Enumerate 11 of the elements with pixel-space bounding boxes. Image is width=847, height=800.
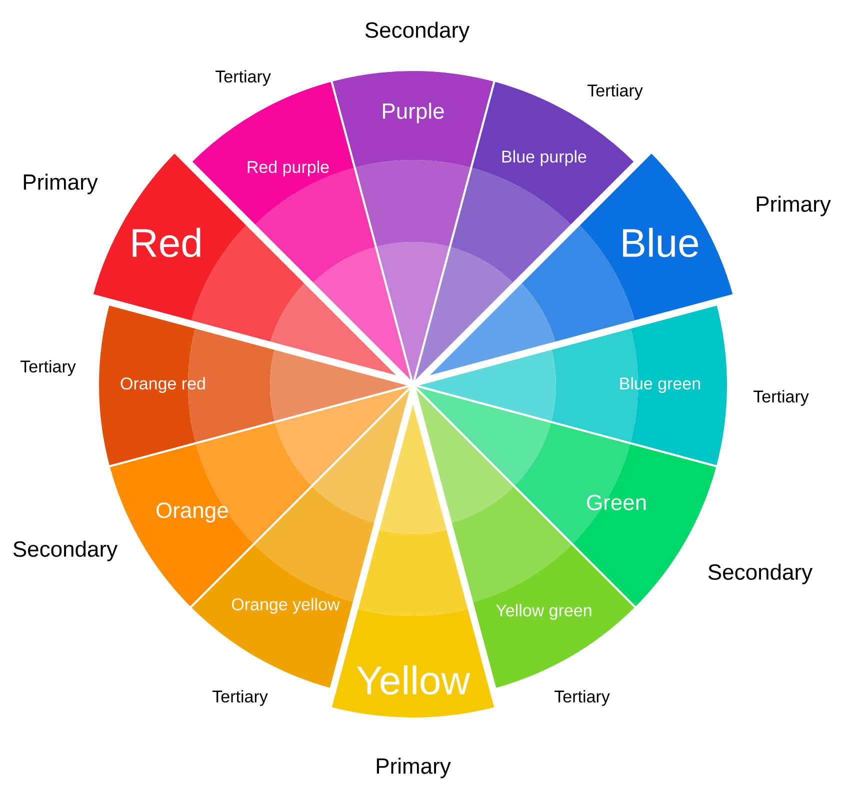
category-label: Tertiary — [212, 690, 268, 706]
category-label: Secondary — [365, 22, 470, 42]
color-wedge: Purple — [330, 69, 496, 386]
color-wedge: Orange red — [97, 302, 414, 468]
category-label: Primary — [756, 196, 831, 216]
category-label: Primary — [24, 174, 98, 194]
category-label: Tertiary — [20, 360, 76, 376]
category-label: Tertiary — [754, 390, 809, 406]
color-wedge: Blue green — [412, 302, 729, 468]
category-label: Primary — [376, 758, 451, 778]
category-label: Tertiary — [554, 690, 610, 706]
